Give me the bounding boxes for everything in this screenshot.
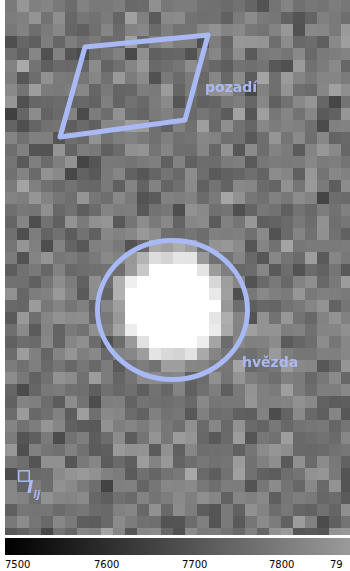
colorbar-tick: 7700 (182, 560, 207, 570)
colorbar-tick: 7500 (5, 560, 30, 570)
region-label: pozadí (205, 80, 257, 94)
colorbar-tick: 7800 (269, 560, 294, 570)
poly-outline (60, 35, 208, 137)
symbol: I (27, 477, 33, 497)
outline (95, 238, 250, 382)
region-label: hvězda (242, 355, 298, 369)
outline (55, 30, 215, 142)
region-label: Iij (27, 479, 40, 496)
colorbar (5, 538, 350, 555)
pixel-marker: Iij (18, 470, 30, 482)
star-image (5, 0, 350, 535)
background-region: pozadí (55, 30, 215, 142)
ellipse-outline (98, 241, 248, 380)
star-aperture: hvězda (95, 238, 250, 382)
subscript: ij (33, 489, 40, 500)
colorbar-tick: 7600 (94, 560, 119, 570)
colorbar-tick: 79 (330, 560, 343, 570)
